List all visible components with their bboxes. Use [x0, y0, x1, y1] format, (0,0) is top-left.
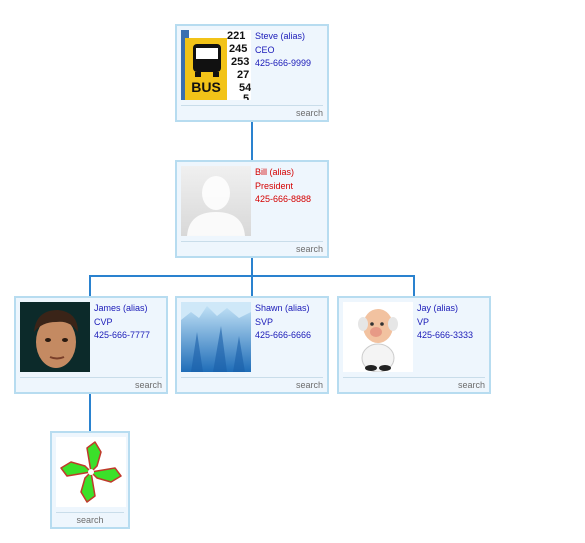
node-card-bill[interactable]: Bill (alias) President 425-666-8888 sear… — [175, 160, 329, 258]
svg-text:253: 253 — [231, 56, 249, 68]
node-footer: search — [56, 512, 124, 527]
node-phone: 425-666-3333 — [417, 330, 474, 340]
search-link[interactable]: search — [76, 515, 104, 525]
connector-james-down — [89, 393, 91, 433]
node-card-steve[interactable]: BUS 221 245 253 27 54 5 Steve (alias) CE… — [175, 24, 329, 122]
node-name[interactable]: Steve (alias) — [255, 31, 306, 41]
svg-text:245: 245 — [229, 43, 247, 55]
node-name[interactable]: Shawn (alias) — [255, 303, 310, 313]
cartoon-figurine-photo — [343, 302, 413, 372]
node-footer: search — [20, 377, 162, 392]
node-info-steve: Steve (alias) CEO 425-666-9999 — [255, 30, 311, 71]
svg-text:221: 221 — [227, 30, 245, 42]
node-title: President — [255, 180, 294, 191]
node-card-jay[interactable]: Jay (alias) VP 425-666-3333 search — [337, 296, 491, 394]
svg-text:5: 5 — [243, 93, 249, 100]
bus-sign-photo: BUS 221 245 253 27 54 5 — [181, 30, 251, 100]
node-footer: search — [343, 377, 485, 392]
node-phone: 425-666-6666 — [255, 330, 312, 340]
connector-ceo-president — [251, 122, 253, 162]
node-card-james[interactable]: James (alias) CVP 425-666-7777 search — [14, 296, 168, 394]
placeholder-silhouette-photo — [181, 166, 251, 236]
node-phone: 425-666-9999 — [255, 58, 312, 68]
node-title: CEO — [255, 44, 275, 55]
man-face-photo — [20, 302, 90, 372]
node-footer: search — [181, 241, 323, 256]
glacier-photo — [181, 302, 251, 372]
node-name[interactable]: Bill (alias) — [255, 167, 295, 177]
node-name[interactable]: Jay (alias) — [417, 303, 459, 313]
search-link[interactable]: search — [295, 108, 323, 118]
node-phone: 425-666-8888 — [255, 194, 312, 204]
search-link[interactable]: search — [295, 244, 323, 254]
node-info-shawn: Shawn (alias) SVP 425-666-6666 — [255, 302, 311, 343]
connector-to-jay — [413, 275, 415, 297]
node-title: SVP — [255, 316, 274, 327]
connector-to-shawn — [251, 275, 253, 297]
connector-president-down — [251, 258, 253, 276]
node-info-jay: Jay (alias) VP 425-666-3333 — [417, 302, 473, 343]
node-card-shawn[interactable]: Shawn (alias) SVP 425-666-6666 search — [175, 296, 329, 394]
node-info-james: James (alias) CVP 425-666-7777 — [94, 302, 150, 343]
search-link[interactable]: search — [457, 380, 485, 390]
node-title: VP — [417, 316, 430, 327]
node-info-bill: Bill (alias) President 425-666-8888 — [255, 166, 311, 207]
node-footer: search — [181, 105, 323, 120]
node-title: CVP — [94, 316, 113, 327]
svg-text:27: 27 — [237, 69, 249, 81]
green-pinwheel-icon — [56, 437, 126, 507]
search-link[interactable]: search — [134, 380, 162, 390]
connector-to-james — [89, 275, 91, 297]
node-card-unknown[interactable]: search — [50, 431, 130, 529]
bus-sign-label: BUS — [191, 79, 221, 95]
node-footer: search — [181, 377, 323, 392]
node-name[interactable]: James (alias) — [94, 303, 148, 313]
svg-text:54: 54 — [239, 82, 251, 94]
search-link[interactable]: search — [295, 380, 323, 390]
node-phone: 425-666-7777 — [94, 330, 151, 340]
